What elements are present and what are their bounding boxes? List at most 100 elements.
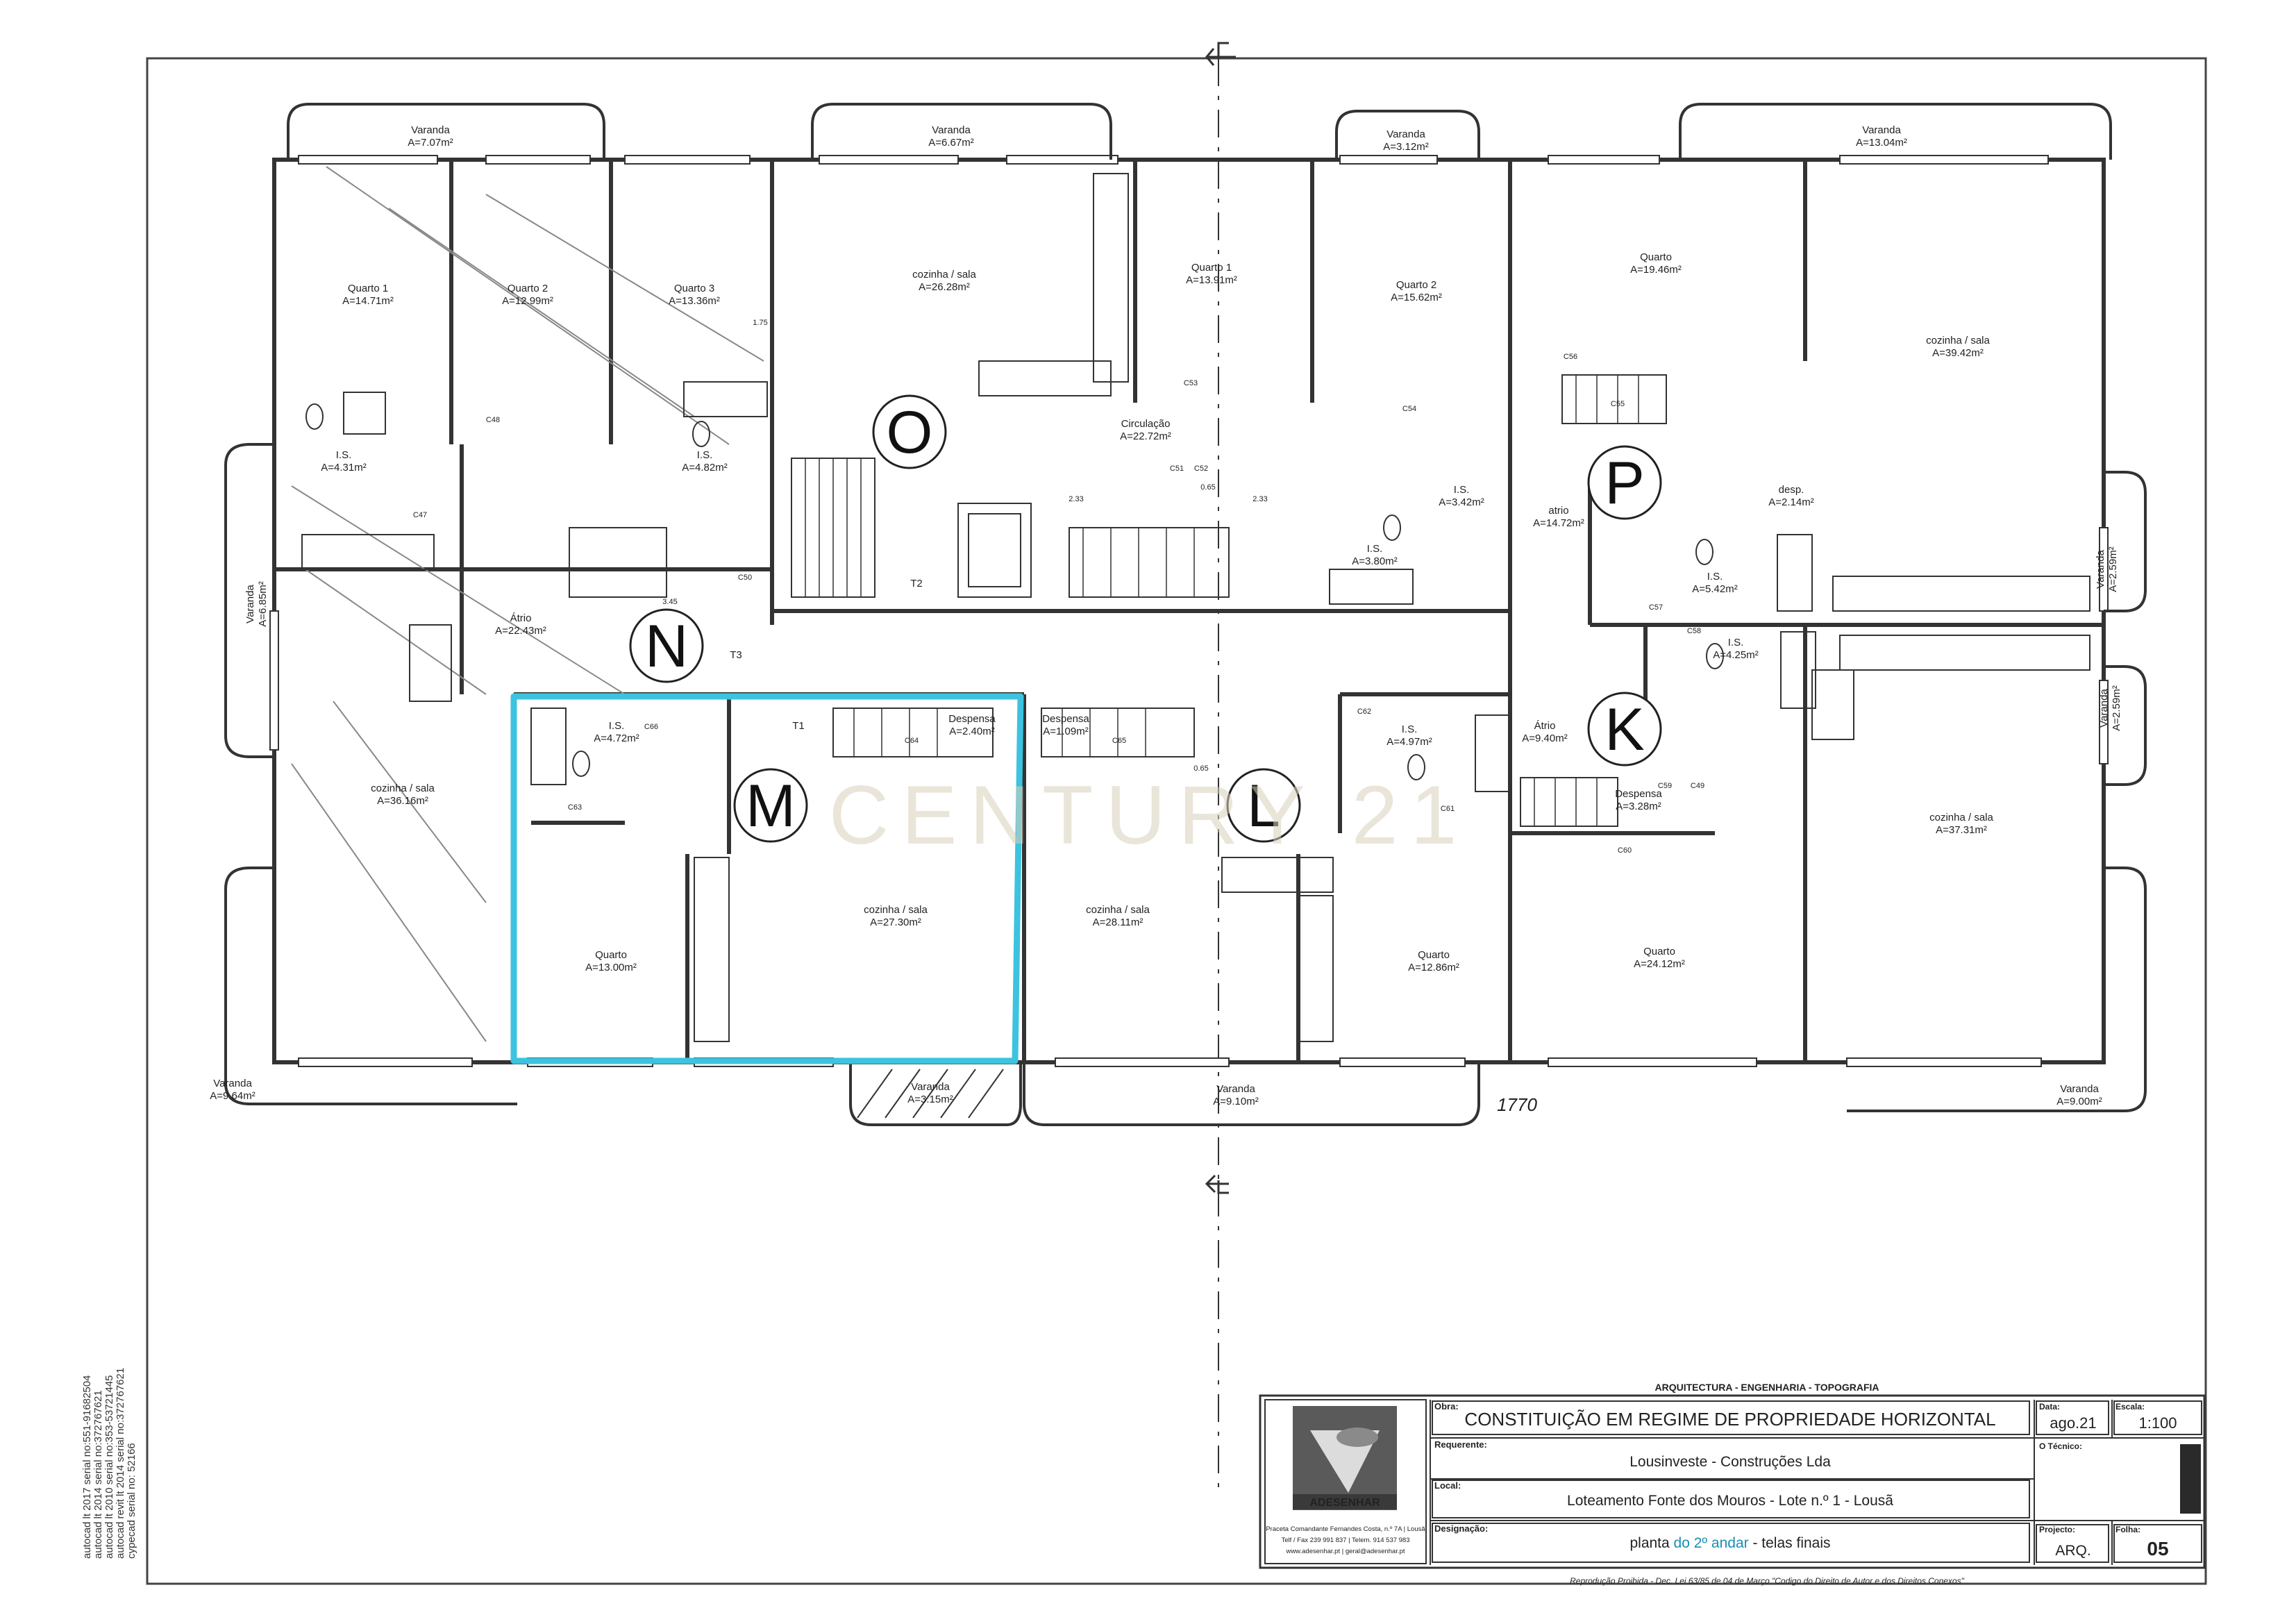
plan-mark: C57	[1649, 603, 1663, 612]
room-area: A=24.12m²	[1634, 958, 1685, 970]
room-area: A=6.67m²	[928, 137, 973, 149]
room-label: I.S.A=4.82m²	[682, 449, 727, 474]
room-name: Quarto	[595, 949, 627, 961]
room-name: Quarto	[1418, 949, 1450, 961]
room-area: A=39.42m²	[1932, 347, 1984, 359]
stair-treads	[805, 375, 1639, 826]
plan-mark: 2.33	[1069, 495, 1083, 503]
room-area: A=4.82m²	[682, 462, 727, 474]
room-name: Quarto	[1640, 251, 1672, 263]
designacao-value: planta do 2º andar - telas finais	[1629, 1535, 1830, 1551]
section-cut-bottom	[1205, 1174, 1229, 1194]
room-area: A=9.00m²	[2056, 1096, 2102, 1107]
plan-mark: 1.75	[753, 319, 767, 327]
room-name: Varanda	[2098, 689, 2110, 728]
logo-swoosh	[1336, 1428, 1378, 1447]
designacao-pre: planta	[1629, 1535, 1673, 1551]
room-label: Quarto 3A=13.36m²	[669, 283, 720, 307]
room-name: Despensa	[1042, 713, 1089, 725]
room-name: Varanda	[2060, 1083, 2099, 1095]
date-label: Data:	[2039, 1402, 2060, 1412]
room-area: A=2.40m²	[949, 726, 994, 737]
local-value: Loteamento Fonte dos Mouros - Lote n.º 1…	[1567, 1493, 1893, 1509]
room-name: cozinha / sala	[1926, 335, 1990, 346]
serial-line: autocad lt 2017 serial no:551-91682504	[81, 1375, 93, 1559]
address-line: Praceta Comandante Fernandes Costa, n.º …	[1266, 1525, 1425, 1533]
plan-mark: C49	[1691, 782, 1704, 790]
room-name: I.S.	[1728, 637, 1744, 648]
elevator	[957, 503, 1032, 598]
bath-fixtures	[305, 381, 1816, 792]
plan-mark: C53	[1184, 379, 1198, 387]
plan-mark: 0.65	[1193, 764, 1208, 773]
room-area: A=4.25m²	[1713, 649, 1758, 661]
unit-letter: N	[645, 613, 688, 680]
room-area: A=2.59m²	[2111, 685, 2122, 730]
plan-mark: C51	[1170, 464, 1184, 473]
room-area: A=15.62m²	[1391, 292, 1442, 303]
section-cut-top	[1205, 42, 1236, 1493]
plan-mark: 0.65	[1200, 483, 1215, 492]
room-area: A=12.99m²	[502, 295, 553, 307]
watermark: CENTURY 21	[829, 769, 1470, 862]
room-area: A=27.30m²	[870, 916, 921, 928]
room-area: A=2.14m²	[1768, 496, 1813, 508]
room-area: A=3.42m²	[1439, 496, 1484, 508]
room-name: I.S.	[1454, 484, 1470, 496]
scale-label: Escala:	[2115, 1402, 2145, 1412]
plan-mark: C65	[1112, 737, 1126, 745]
logo-banner	[1293, 1494, 1397, 1509]
unit-letter: L	[1247, 773, 1280, 839]
unit-circle	[1226, 768, 1301, 843]
room-label: I.S.A=4.72m²	[594, 720, 639, 744]
room-name: Quarto 3	[674, 283, 714, 294]
room-area: A=26.28m²	[919, 281, 970, 293]
plan-mark: C62	[1357, 708, 1371, 716]
plan-mark: C56	[1564, 353, 1577, 361]
room-name: I.S.	[1402, 723, 1418, 735]
room-label: I.S.A=4.25m²	[1713, 637, 1758, 661]
room-label: desp.A=2.14m²	[1768, 484, 1813, 508]
room-area: A=9.40m²	[1522, 733, 1567, 744]
room-area: A=12.86m²	[1408, 962, 1459, 973]
room-name: Varanda	[1862, 124, 1901, 136]
room-name: cozinha / sala	[912, 269, 976, 281]
room-name: I.S.	[1707, 571, 1723, 583]
room-label: I.S.A=3.42m²	[1439, 484, 1484, 508]
room-name: desp.	[1779, 484, 1804, 496]
address-line: www.adesenhar.pt | geral@adesenhar.pt	[1285, 1548, 1405, 1555]
room-name: Varanda	[1216, 1083, 1255, 1095]
room-area: A=37.31m²	[1936, 824, 1987, 836]
room-area: A=9.64m²	[210, 1090, 255, 1102]
title-block: ARQUITECTURA - ENGENHARIA - TOPOGRAFIA A…	[1259, 1382, 2206, 1586]
room-area: A=13.91m²	[1186, 274, 1237, 286]
room-name: cozinha / sala	[864, 904, 928, 916]
room-area: A=3.80m²	[1352, 555, 1397, 567]
plan-mark: C52	[1194, 464, 1208, 473]
room-name: Despensa	[948, 713, 996, 725]
room-name: Varanda	[1386, 128, 1425, 140]
room-name: Quarto 1	[348, 283, 388, 294]
room-name: Quarto 1	[1191, 262, 1232, 274]
tecnico-label: O Técnico:	[2039, 1441, 2082, 1451]
room-area: A=22.72m²	[1120, 430, 1171, 442]
title-grid	[1430, 1400, 2204, 1565]
room-name: atrio	[1548, 505, 1568, 517]
address-line: Telf / Fax 239 991 837 | Telem. 914 537 …	[1281, 1537, 1409, 1544]
